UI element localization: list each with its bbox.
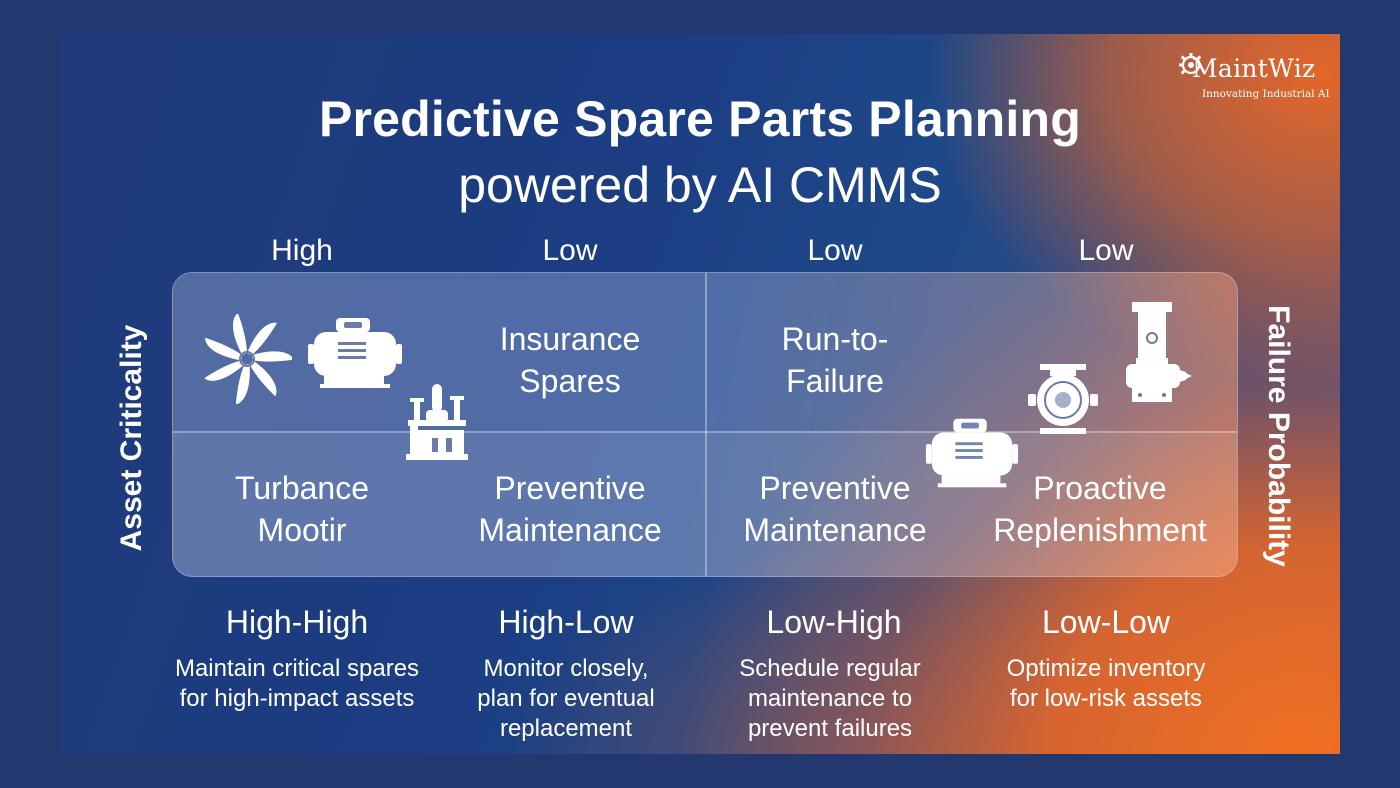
pump-icon [1026, 362, 1102, 436]
quadrant-desc-low-high: Schedule regular maintenance to prevent … [680, 654, 980, 744]
quadrant-title-high-high: High-High [225, 604, 369, 640]
desc-line: Maintain critical spares [174, 655, 420, 682]
page-subtitle: powered by AI CMMS [458, 157, 942, 213]
cell-preventive-maintenance-1: Preventive Maintenance [440, 467, 700, 551]
cell-line: Insurance [499, 321, 641, 357]
cell-line: Maintenance [743, 512, 927, 548]
vertical-pump-icon [1124, 300, 1194, 404]
turbine-icon [202, 314, 292, 404]
column-header-3: Low [807, 234, 863, 267]
quadrant-desc-low-low: Optimize inventory for low-risk assets [956, 654, 1256, 714]
cell-line: Replenishment [993, 512, 1207, 548]
motor-icon [306, 316, 404, 390]
cell-line: Run-to- [781, 321, 889, 357]
cell-preventive-maintenance-2: Preventive Maintenance [705, 467, 965, 551]
infographic-canvas: MaintWiz Innovating Industrial AI Predic… [60, 34, 1340, 754]
quadrant-title-high-low: High-Low [498, 604, 634, 640]
cell-turbance-mootir: Turbance Mootir [172, 467, 432, 551]
cell-line: Turbance [235, 470, 369, 506]
logo-name: MaintWiz [1192, 54, 1316, 83]
compressor-icon [406, 382, 470, 462]
page-title: Predictive Spare Parts Planning [318, 91, 1082, 147]
quadrant-title-low-low: Low-Low [1041, 604, 1171, 640]
column-header-1: High [271, 234, 333, 267]
cell-run-to-failure: Run-to- Failure [705, 318, 965, 402]
cell-insurance-spares: Insurance Spares [440, 318, 700, 402]
desc-line: replacement [499, 715, 633, 742]
desc-line: for low-risk assets [1009, 685, 1203, 712]
matrix-bottom-band [173, 431, 1237, 577]
cell-line: Preventive [759, 470, 911, 506]
column-header-4: Low [1078, 234, 1134, 267]
desc-line: for high-impact assets [179, 685, 415, 712]
maintwiz-logo: MaintWiz Innovating Industrial AI [1178, 44, 1338, 104]
desc-line: Schedule regular [739, 655, 921, 682]
vertical-divider [705, 273, 707, 576]
quadrant-desc-high-high: Maintain critical spares for high-impact… [147, 654, 447, 714]
horizontal-divider [173, 431, 1237, 433]
cell-line: Preventive [494, 470, 646, 506]
desc-line: prevent failures [747, 715, 913, 742]
cell-line: Proactive [1033, 470, 1167, 506]
desc-line: plan for eventual [477, 685, 655, 712]
motor-icon [924, 416, 1020, 490]
column-header-2: Low [542, 234, 598, 267]
desc-line: maintenance to [747, 685, 913, 712]
cell-proactive-replenishment: Proactive Replenishment [960, 467, 1240, 551]
cell-line: Mootir [257, 512, 347, 548]
axis-label-asset-criticality: Asset Criticality [115, 324, 148, 552]
quadrant-title-low-high: Low-High [766, 604, 902, 640]
quadrant-desc-high-low: Monitor closely, plan for eventual repla… [416, 654, 716, 744]
desc-line: Monitor closely, [483, 655, 649, 682]
cell-line: Failure [786, 363, 884, 399]
gear-icon [1178, 52, 1204, 78]
axis-label-failure-probability: Failure Probability [1262, 305, 1295, 567]
logo-tagline: Innovating Industrial AI [1202, 88, 1330, 100]
cell-line: Spares [519, 363, 621, 399]
cell-line: Maintenance [478, 512, 662, 548]
desc-line: Optimize inventory [1006, 655, 1206, 682]
